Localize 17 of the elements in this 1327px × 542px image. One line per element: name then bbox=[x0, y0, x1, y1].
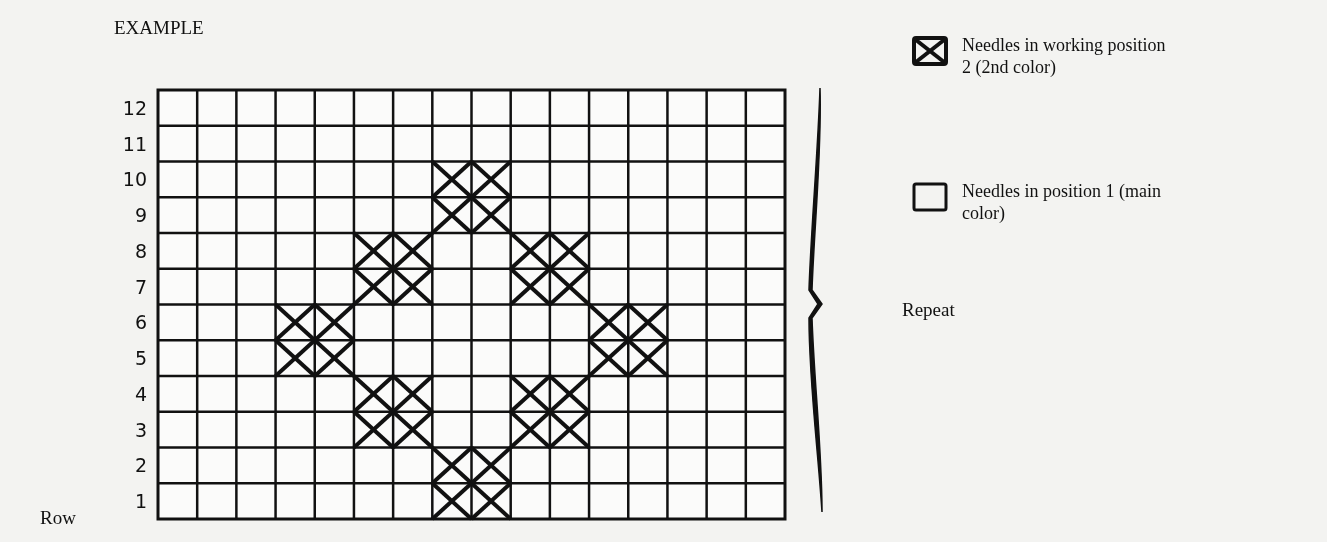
row-number: 7 bbox=[134, 277, 147, 297]
row-number: 8 bbox=[134, 241, 147, 261]
row-number: 10 bbox=[122, 170, 147, 190]
row-number: 12 bbox=[122, 98, 147, 118]
row-number: 6 bbox=[134, 313, 147, 333]
row-number: 3 bbox=[134, 420, 147, 440]
legend-text: Needles in working position 2 (2nd color) bbox=[962, 34, 1167, 78]
row-number: 4 bbox=[134, 384, 147, 404]
axis-label: Row bbox=[40, 508, 76, 527]
row-number: 9 bbox=[134, 206, 147, 226]
row-number: 2 bbox=[134, 456, 147, 476]
row-number: 11 bbox=[122, 134, 147, 154]
row-number: 1 bbox=[134, 492, 147, 512]
chart-title: EXAMPLE bbox=[114, 18, 204, 37]
legend-text: Needles in position 1 (main color) bbox=[962, 180, 1162, 224]
repeat-label: Repeat bbox=[902, 300, 955, 319]
row-number: 5 bbox=[134, 349, 147, 369]
